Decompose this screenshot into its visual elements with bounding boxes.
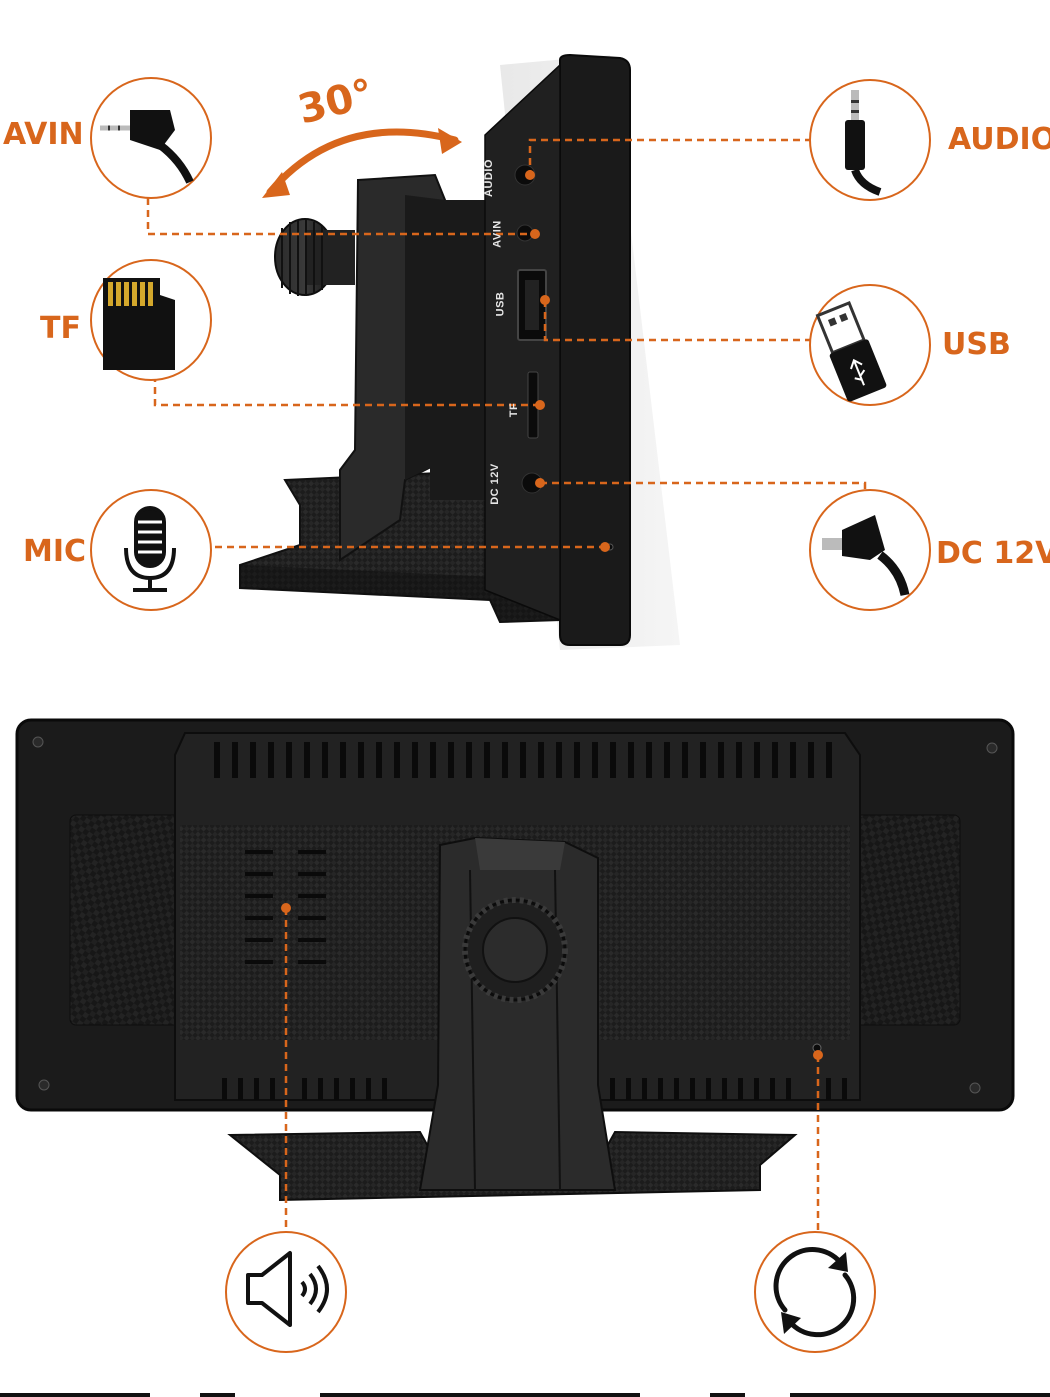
rear-mount-knob <box>462 897 568 1003</box>
rear-view-device <box>15 718 1015 1202</box>
callout-label-dc: DC 12V <box>936 536 1050 571</box>
bottom-divider-4 <box>710 1393 745 1397</box>
dc-barrel-plug-icon <box>822 515 910 597</box>
speaker-icon <box>246 1251 329 1327</box>
callout-label-tf: TF <box>40 311 81 346</box>
bottom-divider-3 <box>320 1393 640 1397</box>
port-label-audio: AUDIO <box>482 159 495 197</box>
usb-plug-icon <box>815 300 887 402</box>
screen-side-body <box>559 53 631 646</box>
right-angle-av-plug-icon <box>100 110 194 184</box>
callout-label-usb: USB <box>942 327 1011 362</box>
bottom-vents <box>222 1078 847 1100</box>
bottom-divider-2 <box>200 1393 235 1397</box>
callout-label-avin: AVIN <box>3 117 84 152</box>
reset-refresh-icon <box>773 1247 857 1338</box>
side-view-device <box>239 53 680 650</box>
callout-label-audio: AUDIO <box>948 122 1050 157</box>
callout-label-mic: MIC <box>23 534 87 569</box>
speaker-grille <box>245 850 326 964</box>
rear-stand-column <box>418 836 617 1191</box>
top-vents <box>214 742 832 778</box>
screws <box>32 736 998 1094</box>
port-label-avin: AVIN <box>491 220 504 248</box>
microphone-icon <box>124 506 176 592</box>
leader-lines-bottom <box>284 908 820 1230</box>
mount-knob <box>274 218 355 296</box>
bottom-divider-5 <box>790 1393 1050 1397</box>
port-label-usb: USB <box>494 291 507 317</box>
port-label-dc: DC 12V <box>488 463 501 505</box>
tilt-arrow <box>266 128 459 196</box>
aux-jack-icon <box>845 90 882 196</box>
bottom-divider-1 <box>0 1393 150 1397</box>
port-label-tf: TF <box>508 402 521 418</box>
micro-sd-card-icon <box>103 278 175 370</box>
